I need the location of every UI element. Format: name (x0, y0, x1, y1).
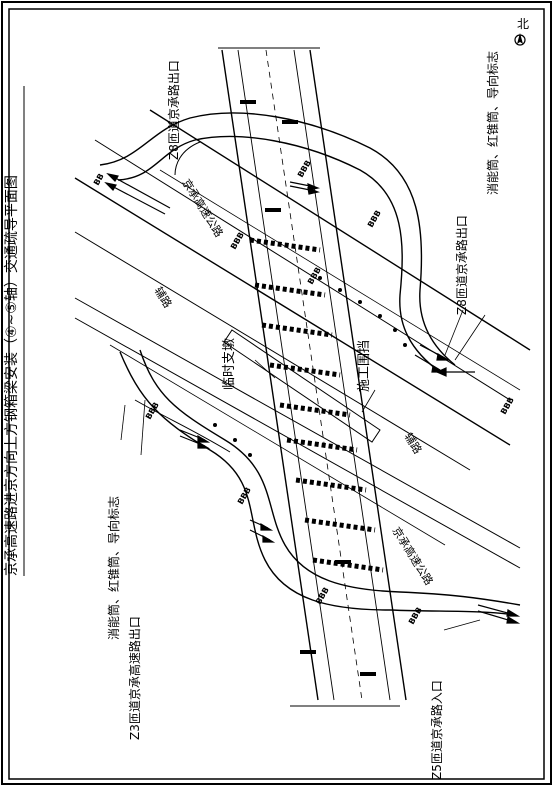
inner-frame (8, 8, 545, 780)
aux-road-label-upper: 辅路 (151, 284, 175, 310)
deck-markers (240, 100, 376, 676)
sign-marker: BBB (306, 266, 323, 286)
sign-marker: BBB (296, 159, 313, 179)
sign-marker: BBB (144, 401, 161, 421)
sign-marker: BBB (499, 396, 516, 416)
temp-pier-label: 临时支墩 (222, 338, 237, 390)
road-label-lower: 京承高速公路 (389, 524, 436, 587)
z3-z5-ramps (119, 349, 521, 616)
work-fence-label: 施工围挡 (357, 340, 372, 392)
sign-marker: BB (92, 172, 106, 187)
page-title: 京承高速路进京方向上方钢箱梁安装（④~⑤轴）交通疏导平面图 (3, 175, 20, 576)
elevated-deck (221, 49, 407, 701)
leader-lines (120, 309, 486, 631)
road-label-upper: 京承高速公路 (179, 176, 226, 239)
north-pointer-icon (517, 33, 523, 44)
z3-exit-label: Z3匝道京承高速路出口 (127, 616, 142, 740)
z8-exit-ramp (99, 112, 456, 373)
aux-road-label-lower: 辅路 (401, 430, 425, 456)
sign-marker: BBB (314, 586, 331, 606)
z8-exit-label-top: Z8匝道京承路出口 (166, 60, 181, 160)
temporary-piers (249, 237, 384, 573)
construction-barrier (223, 329, 381, 443)
north-arrow: 北 (514, 17, 529, 46)
sign-markers: BB BBB BBB BBB BBB BBB BBB BBB BBB BBB (92, 159, 516, 626)
z8-exit-label-right: Z8匝道京承路出口 (454, 215, 469, 315)
sign-marker: BBB (236, 486, 253, 506)
north-label: 北 (517, 17, 529, 31)
traffic-cones (213, 276, 407, 457)
signs-label-left: 消能筒、红锥筒、导向标志 (106, 496, 121, 640)
signs-label-right: 消能筒、红锥筒、导向标志 (485, 51, 500, 195)
expressway-lines (74, 109, 531, 569)
z5-entrance-label: Z5匝道京承路入口 (429, 680, 444, 780)
sign-marker: BBB (366, 209, 383, 229)
traffic-arrows (104, 173, 521, 624)
sign-marker: BBB (229, 231, 246, 251)
sign-marker: BBB (407, 606, 424, 626)
